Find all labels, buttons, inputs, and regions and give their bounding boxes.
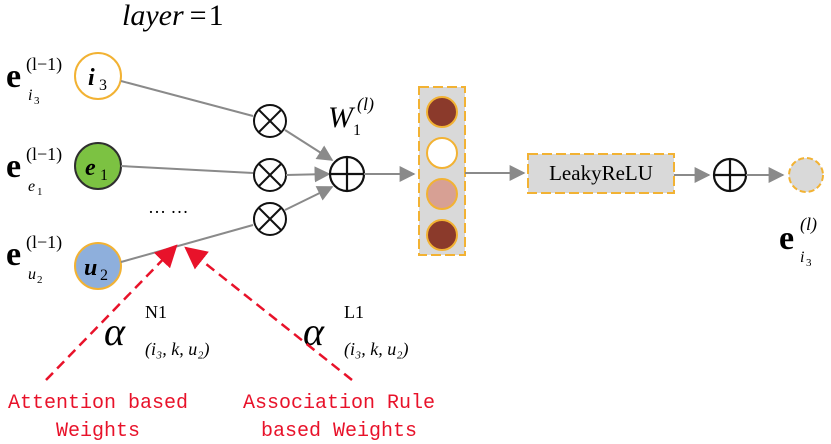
svg-text:(l): (l) <box>800 214 817 235</box>
activation-box: LeakyReLU <box>527 153 675 194</box>
svg-text:Weights: Weights <box>56 420 140 443</box>
svg-text:(i₃, k, u₂): (i₃, k, u₂) <box>145 339 210 360</box>
svg-text:Attention based: Attention based <box>8 392 188 415</box>
vector-cell-2 <box>426 137 458 169</box>
svg-text:e: e <box>28 178 35 195</box>
multiply-node-1 <box>253 104 287 138</box>
svg-text:i: i <box>800 249 804 266</box>
output-sum-node <box>712 157 748 193</box>
svg-text:2: 2 <box>37 274 43 286</box>
svg-text:α: α <box>104 309 126 354</box>
svg-text:i: i <box>28 87 32 104</box>
input-label-e1: e e 1 (l−1) <box>6 144 62 198</box>
svg-text:e: e <box>6 58 21 95</box>
svg-text:(i₃, k, u₂): (i₃, k, u₂) <box>344 339 409 360</box>
edge-mul1-to-sum <box>284 129 334 161</box>
svg-text:i: i <box>88 65 95 91</box>
multiply-node-2 <box>253 158 287 192</box>
sum-node <box>328 155 366 193</box>
input-node-i3: i 3 <box>74 52 122 100</box>
output-node <box>788 157 824 193</box>
input-node-u2: u 2 <box>74 242 122 290</box>
svg-text:u: u <box>84 255 97 281</box>
svg-text:1: 1 <box>353 122 361 139</box>
svg-text:(l−1): (l−1) <box>26 54 62 75</box>
hidden-vector <box>418 86 466 256</box>
svg-text:α: α <box>303 309 325 354</box>
rule-annotation: Association Rule based Weights <box>243 392 435 443</box>
svg-text:e: e <box>85 155 96 181</box>
vector-cell-3 <box>426 178 458 210</box>
multiply-node-3 <box>253 202 287 236</box>
svg-text:e: e <box>6 236 21 273</box>
svg-text:2: 2 <box>100 267 108 284</box>
edge-mul2-to-sum <box>285 166 331 183</box>
edge-u2-to-mul <box>120 224 254 263</box>
svg-text:3: 3 <box>99 77 107 94</box>
input-label-i3: e i 3 (l−1) <box>6 54 62 107</box>
alpha-attention-label: α N1 (i₃, k, u₂) <box>104 302 210 360</box>
svg-text:W: W <box>328 101 356 134</box>
rule-weight-arrow <box>184 246 353 381</box>
svg-text:L1: L1 <box>344 302 364 322</box>
input-node-e1: e 1 <box>74 142 122 190</box>
svg-text:LeakyReLU: LeakyReLU <box>549 161 653 185</box>
svg-text:(l−1): (l−1) <box>26 144 62 165</box>
alpha-rule-label: α L1 (i₃, k, u₂) <box>303 302 409 360</box>
svg-text:(l−1): (l−1) <box>26 232 62 253</box>
svg-text:N1: N1 <box>145 302 167 322</box>
svg-text:3: 3 <box>34 95 40 107</box>
svg-text:based Weights: based Weights <box>261 420 417 443</box>
ellipsis: … … <box>148 197 189 217</box>
weight-label: W 1 (l) <box>328 94 374 139</box>
svg-text:Association Rule: Association Rule <box>243 392 435 415</box>
svg-text:u: u <box>28 266 36 283</box>
attention-annotation: Attention based Weights <box>8 392 188 443</box>
svg-text:3: 3 <box>806 257 812 269</box>
edge-mul3-to-sum <box>284 186 334 211</box>
svg-text:1: 1 <box>37 186 43 198</box>
input-label-u2: e u 2 (l−1) <box>6 232 62 286</box>
edge-e1-to-mul <box>120 165 254 174</box>
svg-text:1: 1 <box>100 167 108 184</box>
output-label: e i 3 (l) <box>779 214 817 269</box>
svg-text:(l): (l) <box>357 94 374 115</box>
edge-i3-to-mul <box>120 80 254 117</box>
vector-cell-4 <box>426 219 458 251</box>
svg-text:e: e <box>779 220 794 257</box>
vector-cell-1 <box>426 96 458 128</box>
layer-title: layer=1 <box>122 0 224 32</box>
svg-text:e: e <box>6 148 21 185</box>
